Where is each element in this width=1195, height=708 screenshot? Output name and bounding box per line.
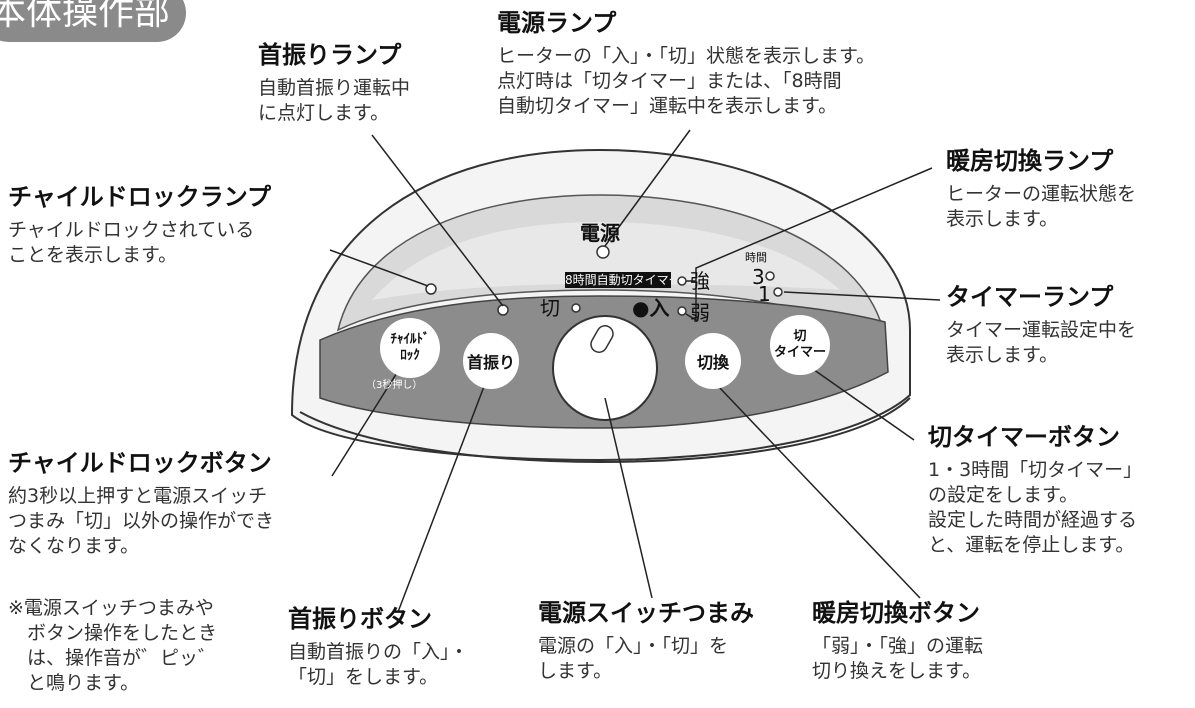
callout-title: 暖房切換ボタン — [812, 599, 980, 627]
callout-title: 切タイマーボタン — [928, 423, 1120, 451]
swing-lamp — [497, 304, 509, 316]
child-lock-button-label-2: ﾛｯｸ — [400, 348, 420, 363]
callout-power-lamp: 電源ランプ ヒーターの「入」・「切」状態を表示します。 点灯時は「切タイマー」ま… — [497, 8, 875, 119]
callout-desc: ヒーターの「入」・「切」状態を表示します。 点灯時は「切タイマー」または、「8時… — [497, 45, 876, 117]
callout-title: チャイルドロックランプ — [8, 183, 272, 211]
callout-child-lock-button: チャイルドロックボタン 約3秒以上押すと電源スイッチ つまみ「切」以外の操作がで… — [8, 448, 274, 559]
child-lock-button[interactable]: ﾁｬｲﾙﾄﾞ ﾛｯｸ — [380, 318, 440, 378]
callout-power-knob: 電源スイッチつまみ 電源の「入」・「切」を します。 — [538, 598, 754, 684]
callout-off-timer-button: 切タイマーボタン 1・3時間「切タイマー」 の設定をします。 設定した時間が経過… — [928, 422, 1142, 558]
callout-desc: ヒーターの運転状態を 表示します。 — [946, 183, 1137, 230]
heat-switch-button-label: 切換 — [696, 353, 729, 372]
child-lock-lamp — [425, 283, 437, 295]
leader-power-knob — [604, 397, 653, 599]
weak-lamp — [677, 306, 687, 316]
swing-button[interactable]: 首振り — [463, 333, 519, 389]
callout-child-lock-lamp: チャイルドロックランプ チャイルドロックされている ことを表示します。 — [8, 182, 271, 268]
child-lock-button-label-1: ﾁｬｲﾙﾄﾞ — [390, 332, 430, 347]
leader-lines — [329, 129, 941, 613]
callout-title: 電源スイッチつまみ — [538, 599, 754, 627]
panel-1h-label: 1 — [758, 282, 771, 306]
leader-timer-button — [799, 359, 915, 441]
callout-desc: タイマー運転設定中を 表示します。 — [946, 319, 1137, 366]
callout-title: 首振りボタン — [288, 605, 432, 633]
child-lock-hint: （3秒押し） — [366, 380, 423, 391]
callout-timer-lamp: タイマーランプ タイマー運転設定中を 表示します。 — [946, 282, 1136, 368]
panel-display-area — [372, 222, 840, 300]
leader-power-lamp — [604, 129, 691, 247]
callout-desc: 1・3時間「切タイマー」 の設定をします。 設定した時間が経過する と、運転を停… — [928, 459, 1143, 556]
callout-title: 暖房切換ランプ — [946, 147, 1114, 175]
callout-title: 電源ランプ — [497, 9, 617, 37]
leader-timer-lamp — [783, 291, 941, 301]
panel-on-label: ●入 — [632, 296, 670, 320]
strong-lamp — [677, 276, 687, 286]
callout-desc: チャイルドロックされている ことを表示します。 — [8, 219, 255, 266]
section-tag: 本体操作部 — [0, 0, 186, 42]
off-timer-button-label-1: 切 — [793, 329, 807, 344]
auto-off-timer-banner: 8時間自動切タイマー — [565, 272, 671, 288]
power-knob — [552, 315, 658, 421]
callout-title: チャイルドロックボタン — [8, 449, 272, 477]
callout-heat-switch-lamp: 暖房切換ランプ ヒーターの運転状態を 表示します。 — [946, 146, 1136, 232]
panel-3h-label: 3 — [752, 265, 765, 289]
timer-1h-lamp — [773, 287, 783, 297]
callout-title: 首振りランプ — [258, 41, 402, 69]
off-lamp — [571, 303, 581, 313]
panel-weak-label: 弱 — [690, 301, 710, 325]
leader-heat-lamp — [685, 167, 933, 322]
callout-desc: 約3秒以上押すと電源スイッチ つまみ「切」以外の操作ができ なくなります。 — [8, 485, 275, 557]
callout-desc: 電源の「入」・「切」を します。 — [538, 635, 729, 682]
off-timer-button[interactable]: 切 タイマー — [770, 315, 830, 375]
callout-desc: 自動首振り運転中 に点灯します。 — [258, 77, 411, 124]
leader-swing-lamp — [371, 134, 504, 307]
leader-child-lamp — [329, 249, 429, 287]
callout-swing-button: 首振りボタン 自動首振りの「入」・ 「切」をします。 — [288, 604, 469, 690]
panel-bottom-rim — [299, 397, 911, 464]
off-timer-button-label-2: タイマー — [773, 345, 826, 360]
panel-hours-label: 時間 — [745, 251, 767, 264]
panel-off-label: 切 — [540, 296, 560, 320]
callout-title: タイマーランプ — [946, 283, 1114, 311]
panel-strong-label: 強 — [690, 269, 710, 293]
panel-power-label: 電源 — [580, 221, 620, 245]
leader-heat-button — [717, 385, 921, 599]
callout-desc: 「弱」・「強」の運転 切り換えをします。 — [812, 635, 984, 682]
callout-desc: 自動首振りの「入」・ 「切」をします。 — [288, 641, 469, 688]
swing-button-label: 首振り — [466, 353, 515, 372]
callout-heat-switch-button: 暖房切換ボタン 「弱」・「強」の運転 切り換えをします。 — [812, 598, 983, 684]
leader-swing-button — [397, 375, 489, 613]
heat-switch-button[interactable]: 切換 — [685, 333, 741, 389]
callout-swing-lamp: 首振りランプ 自動首振り運転中 に点灯します。 — [258, 40, 410, 126]
knob-pointer — [590, 325, 614, 353]
timer-3h-lamp — [765, 271, 775, 281]
operation-sound-note: ※電源スイッチつまみや ボタン操作をしたとき は、操作音が゛ピッ゛ と鳴ります。 — [8, 597, 218, 694]
power-lamp — [596, 245, 610, 259]
